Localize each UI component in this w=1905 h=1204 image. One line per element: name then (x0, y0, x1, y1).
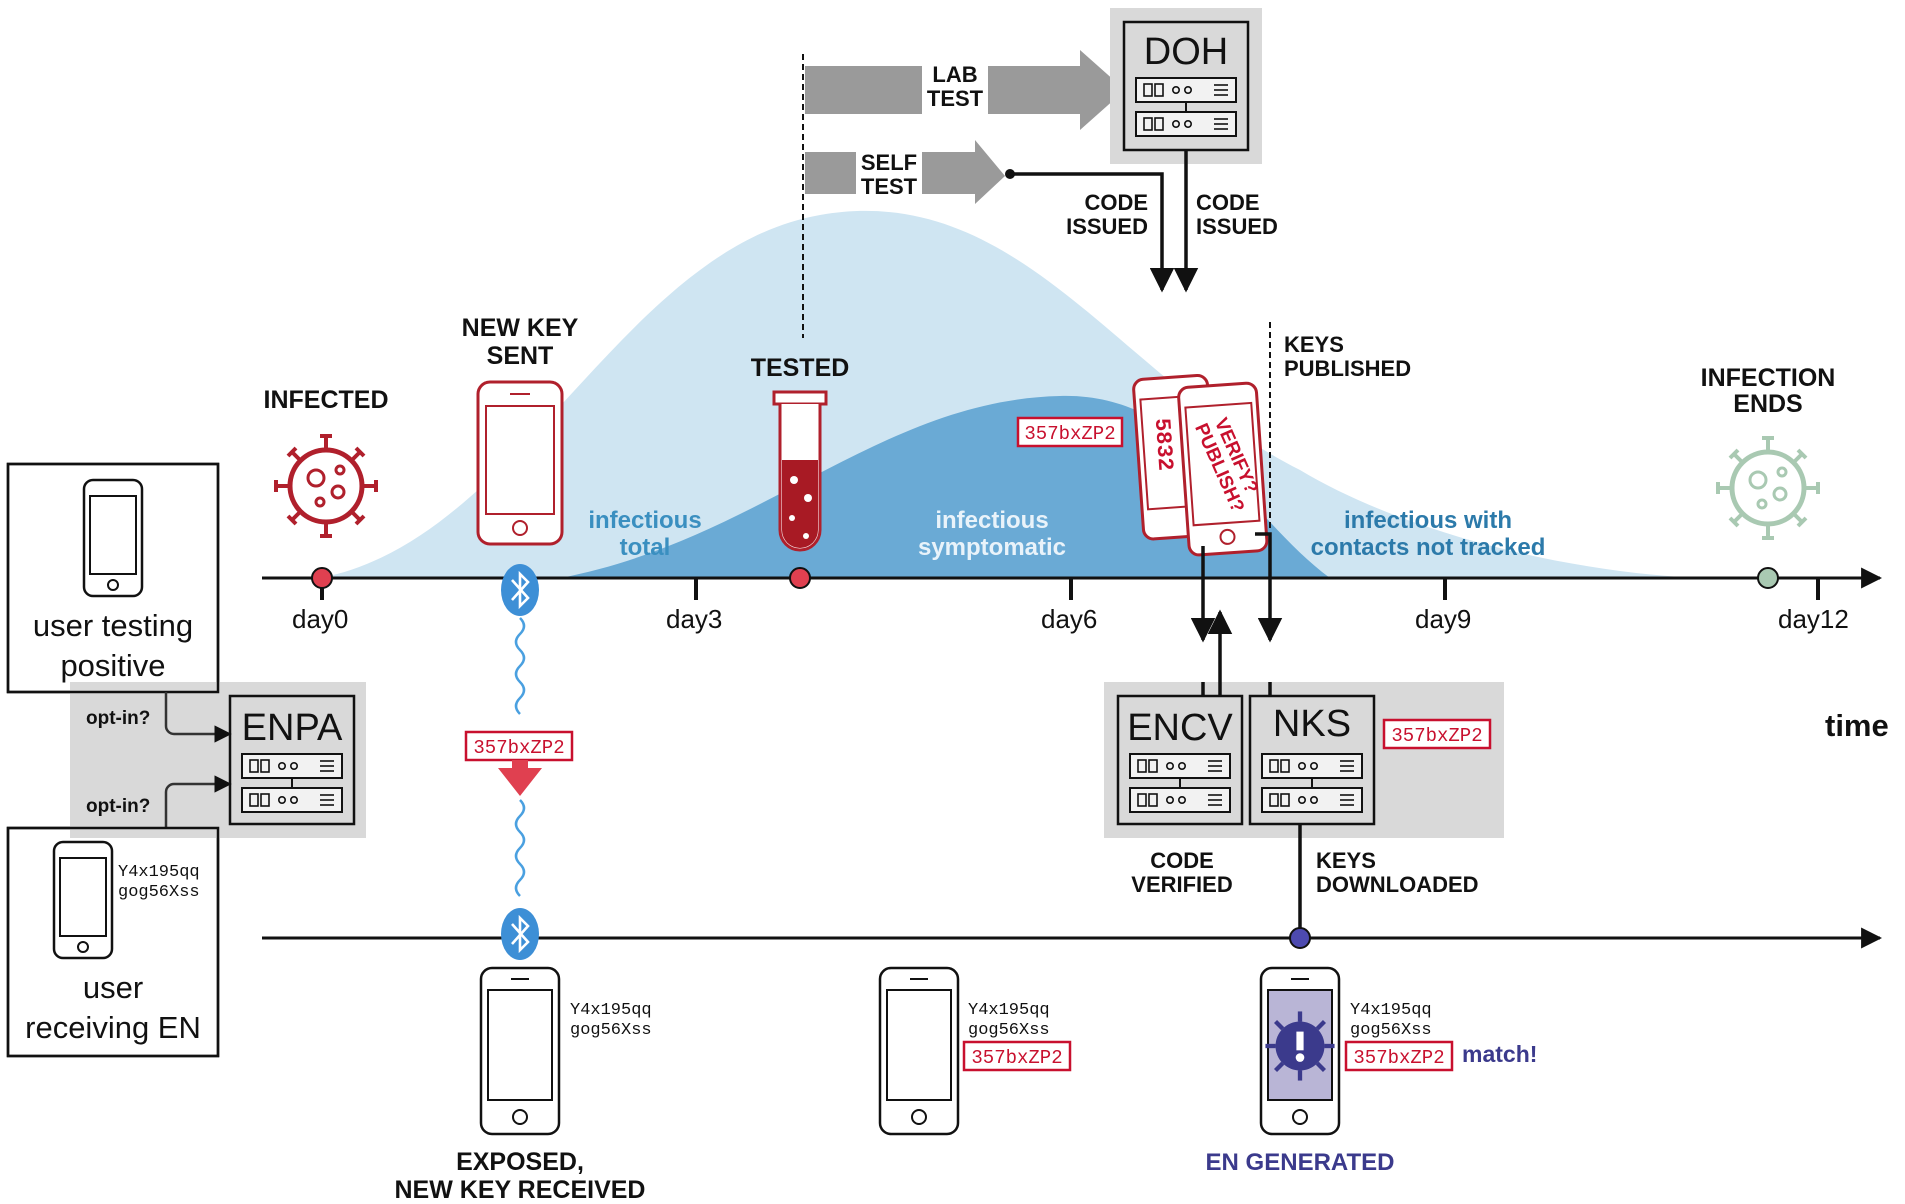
day0-label: day0 (292, 604, 348, 634)
curve-total-label-1: infectious (588, 507, 701, 534)
day9-label: day9 (1415, 604, 1471, 634)
key-badge-phone (1016, 416, 1124, 448)
code-issued-right-1: CODE (1196, 190, 1260, 215)
enpa-title: ENPA (242, 707, 343, 749)
self-test-label-2: TEST (861, 174, 918, 199)
key-badge-transit (464, 730, 574, 762)
match-label: match! (1462, 1041, 1537, 1067)
new-key-sent-label-2: SENT (487, 342, 554, 370)
en-generated-dot (1289, 927, 1311, 949)
key-badge-transit-text: 357bxZP2 (473, 737, 564, 759)
day12-label: day12 (1778, 604, 1849, 634)
user-testing-positive-label-2: positive (60, 648, 165, 683)
sender-phone-icon (476, 380, 564, 546)
day6-label: day6 (1041, 604, 1097, 634)
lab-test-label-2: TEST (927, 86, 984, 111)
virus-ended-icon (1718, 438, 1818, 538)
exposed-phone-key-2: gog56Xss (570, 1021, 652, 1040)
curve-not-tracked-label-2: contacts not tracked (1311, 534, 1546, 561)
exposed-phone-icon (479, 966, 561, 1136)
middle-phone-key-badge (962, 1040, 1072, 1072)
time-axis-label: time (1825, 708, 1889, 743)
curve-symptomatic-label-1: infectious (935, 507, 1048, 534)
user-positive-box-overlay (6, 462, 220, 694)
code-issued-left-1: CODE (1084, 190, 1148, 215)
infected-dot (311, 567, 333, 589)
receiver-user-phone-icon (52, 840, 114, 960)
keys-downloaded-label-2: DOWNLOADED (1316, 872, 1479, 897)
tested-dot (789, 567, 811, 589)
doh-title: DOH (1144, 31, 1228, 73)
bluetooth-send-icon (501, 564, 539, 616)
infection-ends-label-2: ENDS (1733, 390, 1802, 418)
encv-title: ENCV (1127, 707, 1233, 749)
middle-phone-key-1: Y4x195qq (968, 1001, 1050, 1020)
middle-phone-key-2: gog56Xss (968, 1021, 1050, 1040)
opt-in-positive-label: opt-in? (86, 708, 150, 729)
keys-published-label-1: KEYS (1284, 332, 1344, 357)
middle-phone-key-badge-text: 357bxZP2 (971, 1047, 1062, 1069)
code-issued-left-2: ISSUED (1066, 214, 1148, 239)
curve-symptomatic-label-2: symptomatic (918, 534, 1066, 561)
en-generated-label: EN GENERATED (1206, 1149, 1395, 1176)
key-badge-nks (1382, 718, 1492, 750)
user-receiving-box-overlay (6, 826, 220, 1058)
self-test-label-1: SELF (861, 150, 917, 175)
infected-label: INFECTED (264, 386, 389, 414)
en-phone-key-badge (1344, 1040, 1454, 1072)
lab-test-label-1: LAB (932, 62, 977, 87)
keys-downloaded-label-1: KEYS (1316, 848, 1376, 873)
key-badge-nks-text: 357bxZP2 (1391, 725, 1482, 747)
bluetooth-receive-icon (501, 908, 539, 960)
user-testing-positive-label-1: user testing (33, 608, 193, 643)
code-issued-right-2: ISSUED (1196, 214, 1278, 239)
infection-ends-dot (1757, 567, 1779, 589)
code-verified-label-1: CODE (1150, 848, 1214, 873)
signal-wave-bottom (514, 799, 526, 897)
exposed-label-2: NEW KEY RECEIVED (395, 1176, 646, 1204)
new-key-sent-label-1: NEW KEY (462, 314, 579, 342)
user-receiving-en-label-1: user (83, 970, 143, 1005)
positive-user-phone-icon (82, 478, 144, 598)
nks-title: NKS (1273, 703, 1351, 745)
en-phone-key-2: gog56Xss (1350, 1021, 1432, 1040)
keys-published-label-2: PUBLISHED (1284, 356, 1411, 381)
curve-not-tracked-label-1: infectious with (1344, 507, 1512, 534)
code-verified-label-2: VERIFIED (1131, 872, 1232, 897)
exposed-label-1: EXPOSED, (456, 1148, 584, 1176)
infection-ends-label-1: INFECTION (1701, 364, 1836, 392)
phone-code-text: 5832 (1149, 417, 1178, 471)
day3-label: day3 (666, 604, 722, 634)
key-badge-phone-text: 357bxZP2 (1024, 423, 1115, 445)
middle-phone-icon (878, 966, 960, 1136)
infectious-total-curve (320, 210, 1700, 578)
en-phone-key-1: Y4x195qq (1350, 1001, 1432, 1020)
key-down-arrow (498, 760, 542, 796)
curve-total-label-2: total (620, 534, 671, 561)
user-receiving-en-label-2: receiving EN (25, 1010, 201, 1045)
virus-infected-icon (276, 436, 376, 536)
receiver-key-1: Y4x195qq (118, 863, 200, 882)
tested-label: TESTED (751, 354, 850, 382)
opt-in-receiving-label: opt-in? (86, 796, 150, 817)
signal-wave-top (514, 617, 526, 715)
exposed-phone-key-1: Y4x195qq (570, 1001, 652, 1020)
en-phone-key-badge-text: 357bxZP2 (1353, 1047, 1444, 1069)
alert-virus-icon (1265, 1011, 1335, 1081)
code-phone-front-icon: VERIFY? PUBLISH? (1177, 381, 1269, 557)
test-tube-icon (772, 390, 828, 552)
receiver-key-2: gog56Xss (118, 883, 200, 902)
